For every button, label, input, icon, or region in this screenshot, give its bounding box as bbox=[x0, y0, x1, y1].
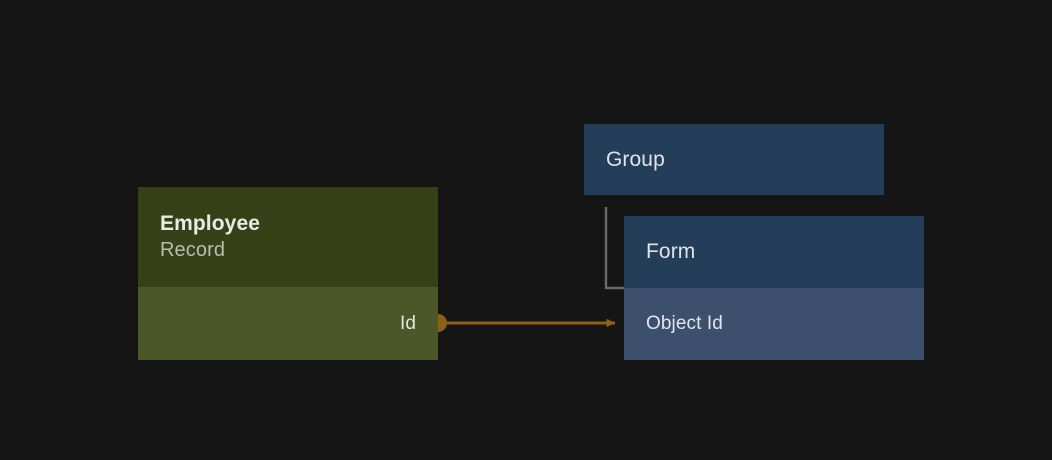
entity-header-form[interactable]: Form bbox=[624, 216, 924, 288]
entity-title-employee: Employee bbox=[160, 212, 261, 235]
entity-title-form: Form bbox=[646, 240, 696, 263]
entity-node-group[interactable]: Group bbox=[584, 124, 884, 195]
containment-edge-group-form bbox=[604, 207, 625, 290]
entity-subtitle-employee: Record bbox=[160, 239, 226, 261]
entity-node-employee[interactable]: Employee Record Id bbox=[138, 187, 438, 360]
entity-field-label-id: Id bbox=[399, 312, 416, 334]
entity-node-form[interactable]: Form Object Id bbox=[624, 216, 924, 360]
entity-header-employee[interactable]: Employee Record bbox=[138, 187, 438, 287]
entity-field-label-object-id: Object Id bbox=[646, 313, 723, 334]
entity-field-row-object-id[interactable]: Object Id bbox=[624, 288, 924, 360]
entity-title-group: Group bbox=[606, 147, 665, 171]
entity-field-row-id[interactable]: Id bbox=[138, 287, 438, 360]
entity-header-group[interactable]: Group bbox=[584, 124, 884, 195]
